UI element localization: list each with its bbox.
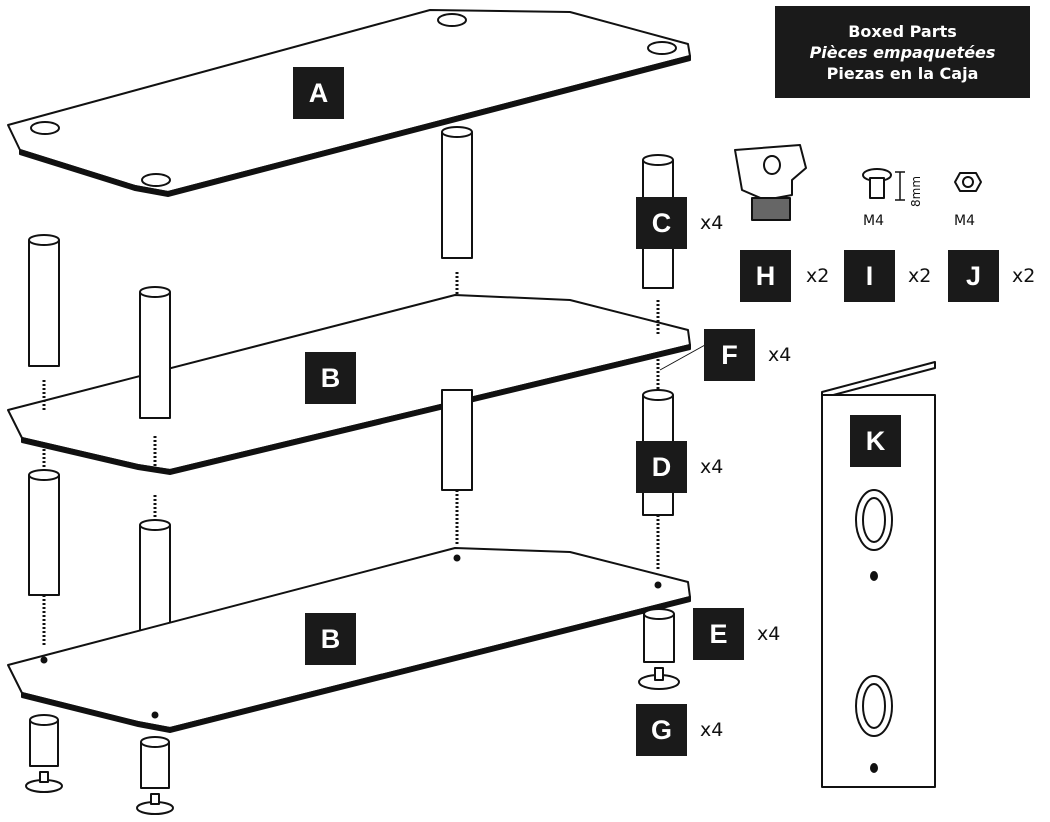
nut-size: M4 [954,213,975,229]
foot-e-sample [643,608,675,663]
foot-left-2 [136,736,174,815]
boxed-parts-fr: Pièces empaquetées [809,42,996,62]
qty-j: x2 [1012,265,1036,287]
qty-e: x4 [757,623,781,645]
label-k: K [850,415,901,467]
label-d: D [636,441,687,493]
label-c: C [636,197,687,249]
boxed-parts-es: Piezas en la Caja [826,63,979,83]
clamp-h [734,144,807,221]
qty-g: x4 [700,719,724,741]
label-h: H [740,250,791,302]
nut-j [954,172,982,192]
boxed-parts-box: Boxed Parts Pièces empaquetées Piezas en… [775,6,1030,98]
post-left-top [28,234,171,470]
screw-length: 8mm [909,175,923,207]
post-rear-lower [441,389,473,545]
label-f: F [704,329,755,381]
glide-g-sample [638,667,680,690]
qty-h: x2 [806,265,830,287]
label-a: A [293,67,344,119]
screw-i [862,168,905,201]
qty-c: x4 [700,212,724,234]
post-rear-top [441,126,473,300]
label-j: J [948,250,999,302]
label-b-bottom: B [305,613,356,665]
foot-left-1 [25,714,63,793]
qty-f: x4 [768,344,792,366]
label-b-top: B [305,352,356,404]
qty-i: x2 [908,265,932,287]
shelf-a [7,9,691,197]
label-e: E [693,608,744,660]
qty-d: x4 [700,456,724,478]
label-g: G [636,704,687,756]
boxed-parts-en: Boxed Parts [848,21,957,41]
label-i: I [844,250,895,302]
screw-size: M4 [863,213,884,229]
